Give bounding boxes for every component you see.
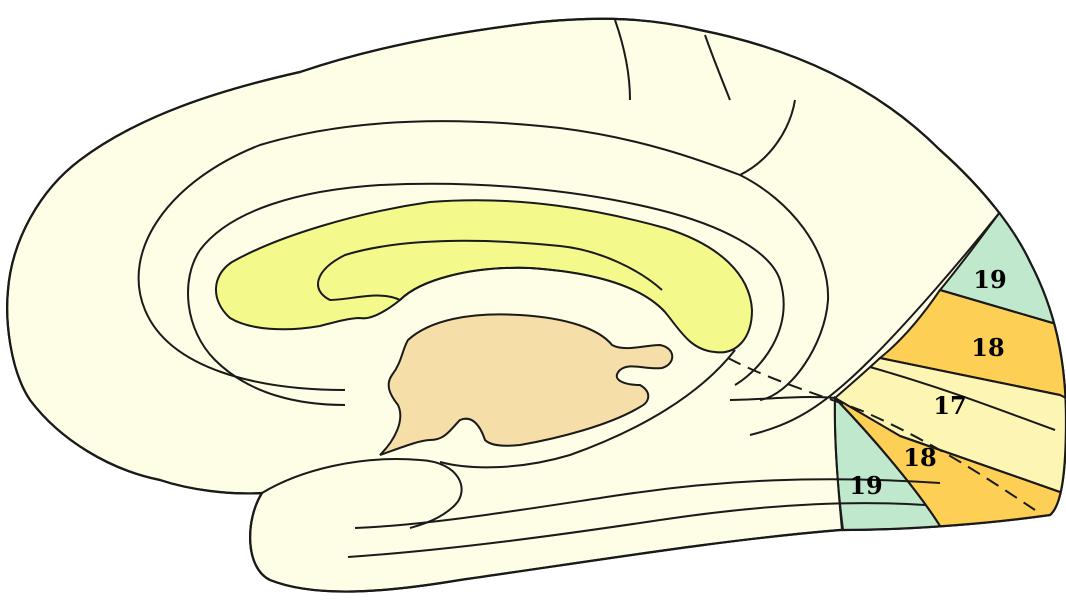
label-area-17: 17: [933, 391, 966, 420]
label-area-19-lower: 19: [849, 471, 882, 500]
label-area-19-upper: 19: [973, 265, 1006, 294]
label-area-18-upper: 18: [971, 333, 1004, 362]
label-area-18-lower: 18: [903, 443, 936, 472]
